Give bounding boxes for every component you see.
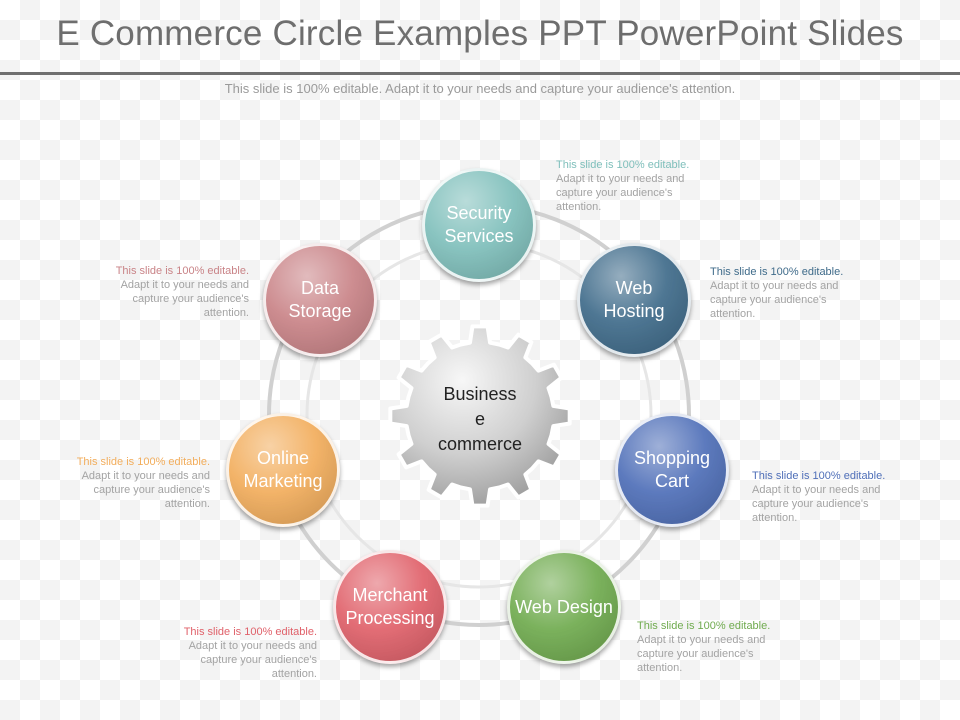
- note-web-design: This slide is 100% editable. Adapt it to…: [637, 619, 787, 675]
- note-body: Adapt it to your needs and capture your …: [752, 484, 881, 524]
- title-divider: [0, 72, 960, 75]
- note-lead: This slide is 100% editable.: [183, 626, 317, 638]
- slide-subtitle: This slide is 100% editable. Adapt it to…: [224, 81, 736, 96]
- note-data-storage: This slide is 100% editable. Adapt it to…: [99, 264, 249, 320]
- node-merchant-processing: Merchant Processing: [333, 550, 447, 664]
- note-lead: This slide is 100% editable.: [76, 456, 210, 468]
- note-web-hosting: This slide is 100% editable. Adapt it to…: [710, 265, 860, 321]
- note-lead: This slide is 100% editable.: [710, 266, 844, 278]
- center-label: Business e commerce: [408, 382, 552, 457]
- center-label-line: commerce: [437, 434, 522, 454]
- node-label: Merchant Processing: [345, 585, 435, 628]
- node-security-services: Security Services: [422, 168, 536, 282]
- note-merchant-processing: This slide is 100% editable. Adapt it to…: [167, 625, 317, 681]
- node-label: Web Design: [515, 596, 613, 617]
- note-lead: This slide is 100% editable.: [637, 620, 771, 632]
- note-body: Adapt it to your needs and capture your …: [120, 279, 249, 319]
- node-label: Data Storage: [288, 278, 352, 321]
- note-lead: This slide is 100% editable.: [115, 265, 249, 277]
- slide-title: E Commerce Circle Examples PPT PowerPoin…: [56, 14, 904, 53]
- note-body: Adapt it to your needs and capture your …: [637, 634, 766, 674]
- note-body: Adapt it to your needs and capture your …: [81, 470, 210, 510]
- node-data-storage: Data Storage: [263, 243, 377, 357]
- note-shopping-cart: This slide is 100% editable. Adapt it to…: [752, 469, 902, 525]
- note-online-marketing: This slide is 100% editable. Adapt it to…: [60, 455, 210, 511]
- node-label: Security Services: [444, 203, 514, 246]
- note-lead: This slide is 100% editable.: [752, 470, 886, 482]
- node-label: Shopping Cart: [633, 448, 711, 491]
- node-web-hosting: Web Hosting: [577, 243, 691, 357]
- center-label-line: e: [474, 409, 485, 429]
- node-label: Web Hosting: [603, 278, 665, 321]
- node-shopping-cart: Shopping Cart: [615, 413, 729, 527]
- node-label: Online Marketing: [243, 448, 323, 491]
- center-label-line: Business: [443, 384, 517, 404]
- note-body: Adapt it to your needs and capture your …: [556, 173, 685, 213]
- node-web-design: Web Design: [507, 550, 621, 664]
- node-online-marketing: Online Marketing: [226, 413, 340, 527]
- note-lead: This slide is 100% editable.: [556, 159, 690, 171]
- center-gear: [382, 318, 578, 514]
- note-security-services: This slide is 100% editable. Adapt it to…: [556, 158, 706, 214]
- note-body: Adapt it to your needs and capture your …: [188, 640, 317, 680]
- gear-icon: [388, 324, 572, 508]
- note-body: Adapt it to your needs and capture your …: [710, 280, 839, 320]
